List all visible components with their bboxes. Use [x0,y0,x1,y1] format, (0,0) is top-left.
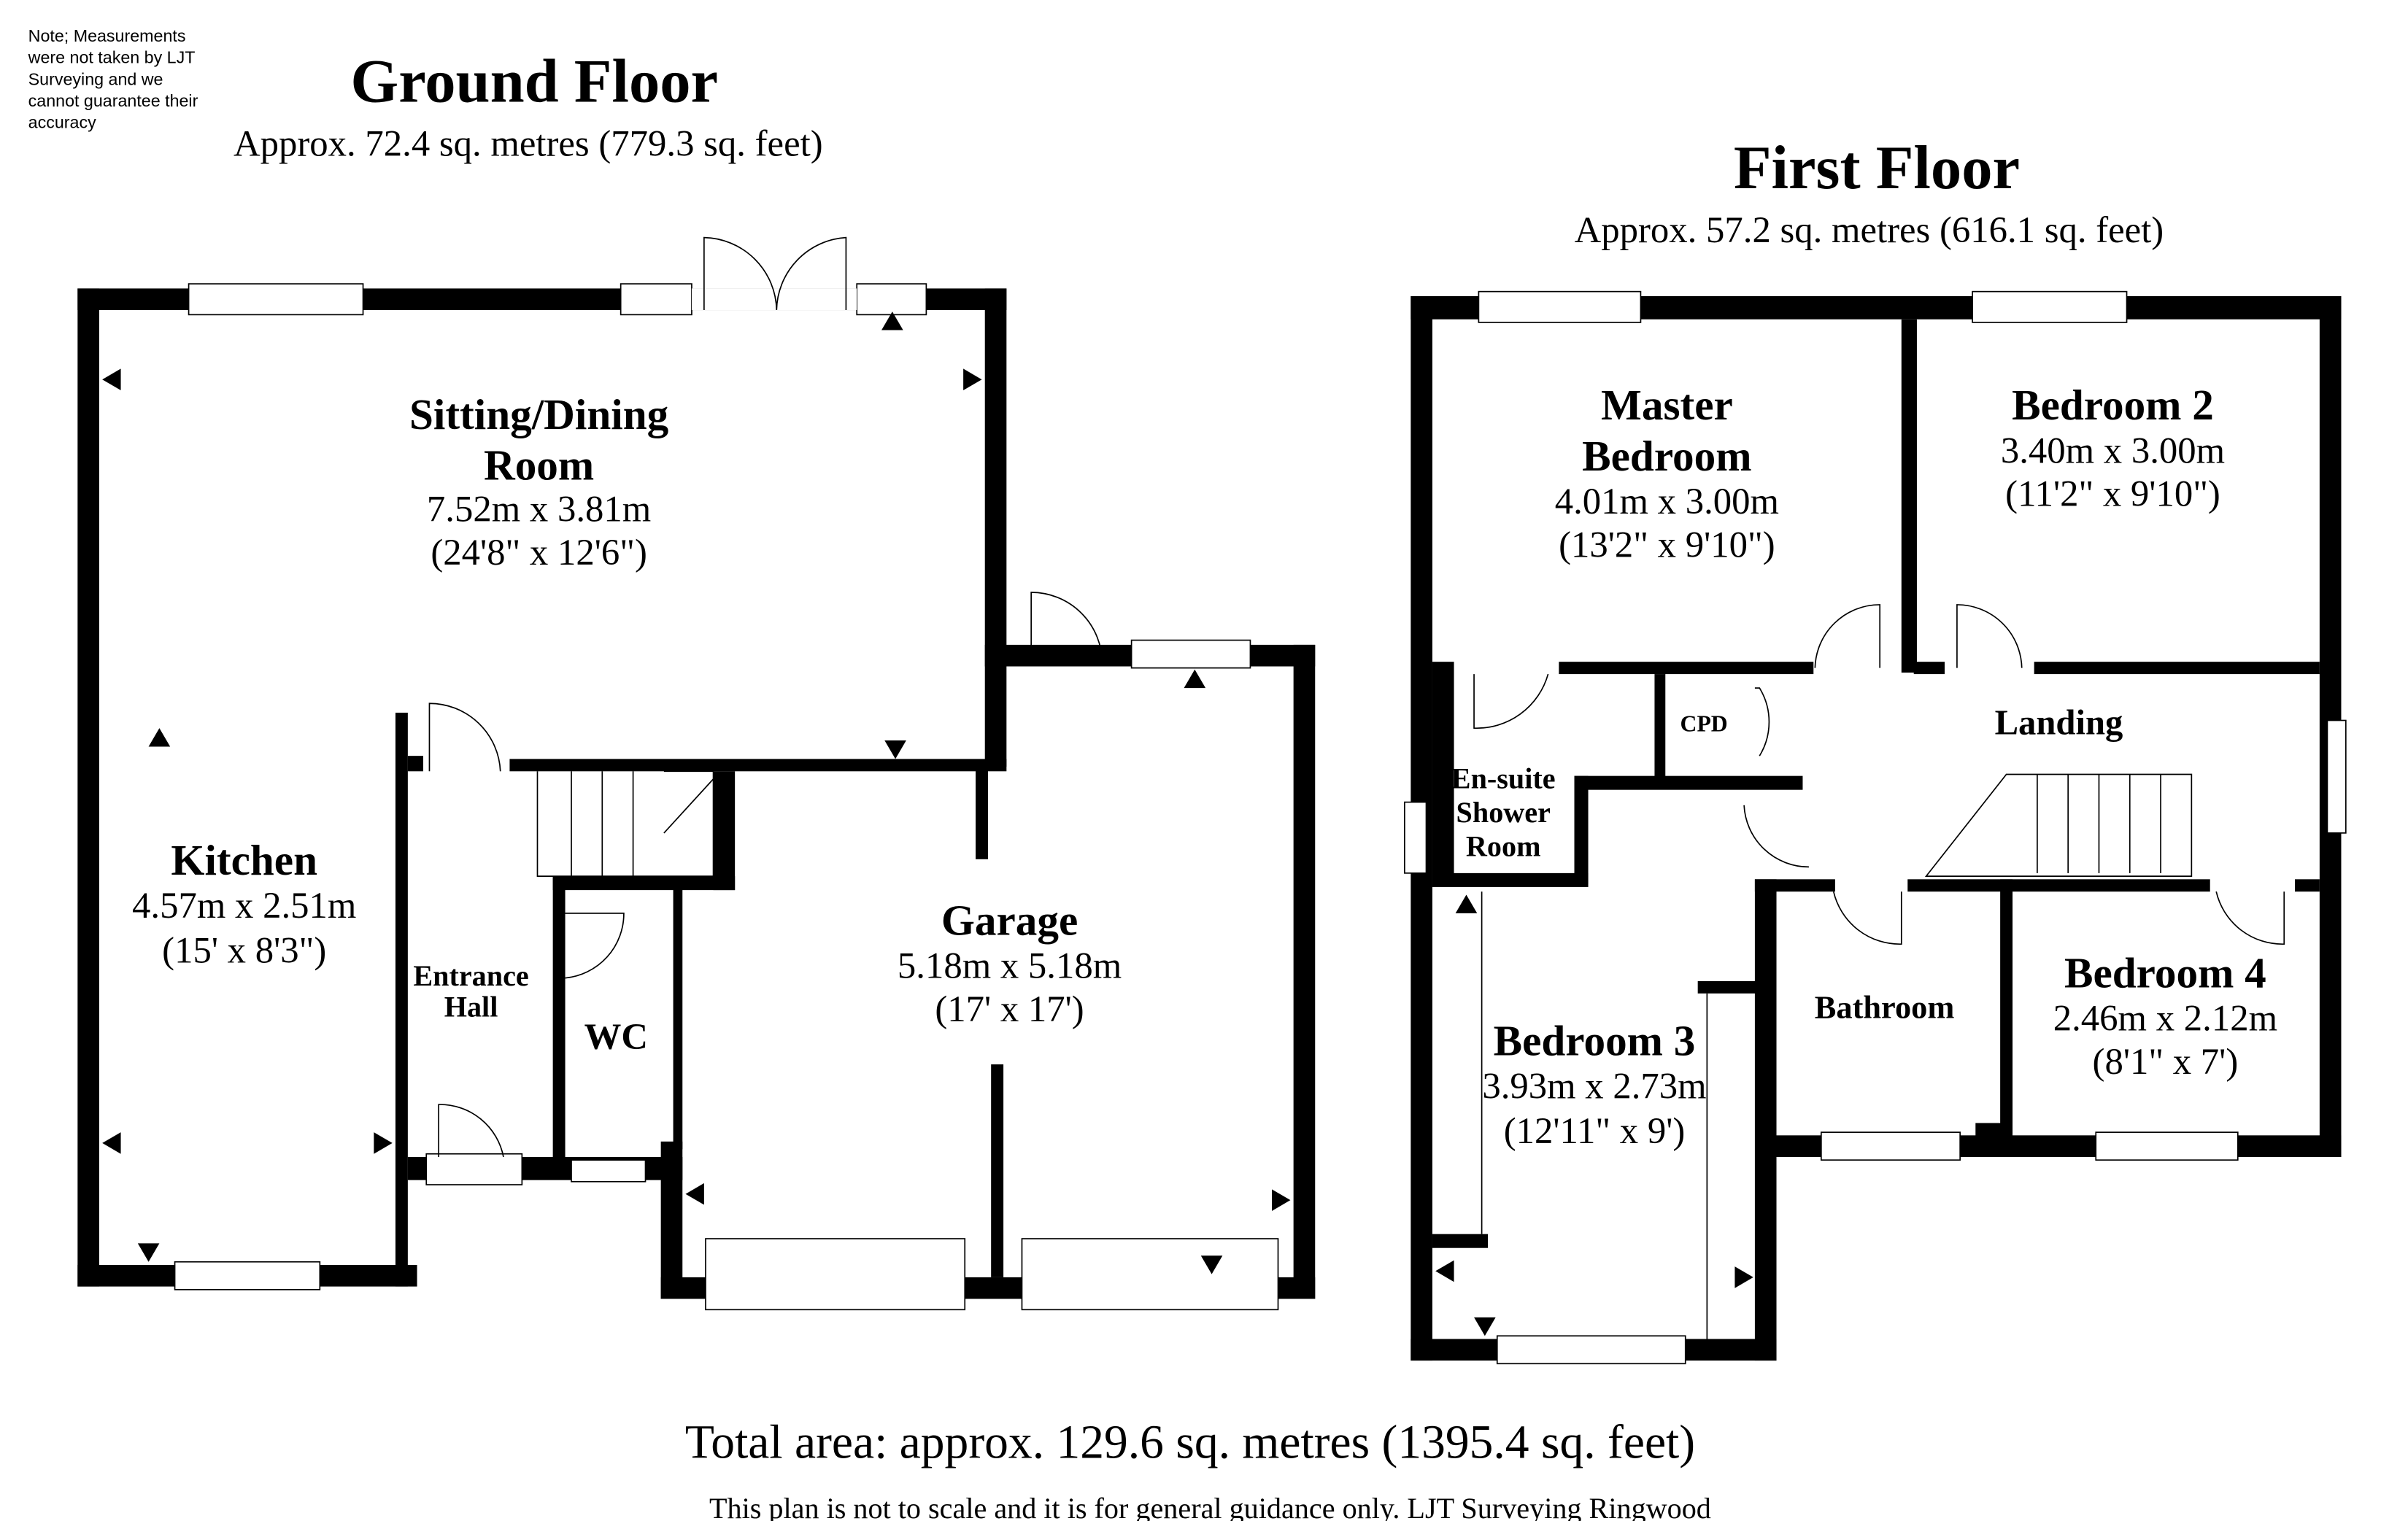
ground-floor-area: Approx. 72.4 sq. metres (779.3 sq. feet) [234,123,823,164]
svg-text:(17' x 17'): (17' x 17') [935,988,1084,1029]
disclaimer: This plan is not to scale and it is for … [709,1492,1711,1521]
svg-text:Shower: Shower [1456,796,1551,829]
window [856,283,927,316]
svg-text:Room: Room [1466,830,1541,863]
room-kitchen: Kitchen 4.57m x 2.51m (15' x 8'3") [132,836,356,971]
svg-text:En-suite: En-suite [1451,762,1556,795]
svg-text:Surveying and we: Surveying and we [28,69,163,88]
ground-floor-openings [174,236,1279,1311]
svg-text:Bedroom: Bedroom [1582,432,1751,480]
garage-door [705,1238,966,1311]
svg-text:were not taken by LJT: were not taken by LJT [28,48,196,67]
room-bedroom-3: Bedroom 3 3.93m x 2.73m (12'11" x 9') [1482,1016,1706,1151]
front-door [438,1104,504,1158]
svg-text:Garage: Garage [941,896,1078,944]
svg-text:Bedroom 2: Bedroom 2 [2012,381,2214,429]
room-wc: WC [584,1016,648,1057]
room-bedroom-4: Bedroom 4 2.46m x 2.12m (8'1" x 7') [2053,948,2277,1081]
doors [1473,604,2285,945]
window [1404,801,1427,874]
room-bathroom: Bathroom [1815,989,1955,1026]
svg-text:Sitting/Dining: Sitting/Dining [409,390,669,438]
window [1130,639,1251,669]
window [571,1159,647,1183]
svg-text:4.01m x 3.00m: 4.01m x 3.00m [1555,481,1779,522]
wc-door [565,913,625,979]
room-garage: Garage 5.18m x 5.18m (17' x 17') [898,896,1122,1029]
svg-text:Hall: Hall [444,991,498,1023]
room-cpd: CPD [1680,711,1728,736]
room-master-bedroom: Master Bedroom 4.01m x 3.00m (13'2" x 9'… [1555,381,1779,565]
svg-text:(24'8" x 12'6"): (24'8" x 12'6") [431,532,647,573]
svg-text:(13'2" x 9'10"): (13'2" x 9'10") [1559,524,1775,565]
room-ensuite: En-suite Shower Room [1451,762,1556,863]
svg-text:Entrance: Entrance [413,959,528,992]
svg-text:4.57m x 2.51m: 4.57m x 2.51m [132,885,356,926]
svg-text:Bedroom 4: Bedroom 4 [2064,948,2266,996]
window [188,283,364,316]
svg-text:3.40m x 3.00m: 3.40m x 3.00m [2001,430,2225,471]
door [1030,592,1103,667]
wardrobe-doors [1481,891,1708,1339]
total-area: Total area: approx. 129.6 sq. metres (13… [685,1416,1695,1468]
svg-text:Room: Room [484,441,594,489]
svg-text:Bedroom 3: Bedroom 3 [1494,1016,1696,1064]
staircase [1924,773,2193,877]
svg-text:Note; Measurements: Note; Measurements [28,26,186,45]
svg-text:accuracy: accuracy [28,113,96,132]
svg-text:(12'11" x 9'): (12'11" x 9') [1504,1110,1686,1151]
garage-door [1021,1238,1279,1311]
room-bedroom-2: Bedroom 2 3.40m x 3.00m (11'2" x 9'10") [2001,381,2225,514]
svg-text:7.52m x 3.81m: 7.52m x 3.81m [427,489,651,530]
window [2326,719,2347,834]
window [620,283,692,316]
svg-text:cannot guarantee their: cannot guarantee their [28,91,198,110]
staircase [536,770,714,877]
measurement-arrows [102,311,1291,1274]
window [174,1261,321,1290]
svg-text:(15' x 8'3"): (15' x 8'3") [162,930,326,971]
room-landing: Landing [1995,703,2123,743]
measurement-note: Note; Measurements were not taken by LJT… [28,26,198,131]
ground-floor-walls [77,288,1316,1299]
window [1820,1131,1961,1161]
svg-text:3.93m x 2.73m: 3.93m x 2.73m [1482,1066,1706,1107]
svg-text:5.18m x 5.18m: 5.18m x 5.18m [898,945,1122,986]
first-floor-area: Approx. 57.2 sq. metres (616.1 sq. feet) [1575,209,2164,250]
ground-floor-title: Ground Floor [350,48,718,116]
window [1478,290,1642,323]
svg-text:(8'1" x 7'): (8'1" x 7') [2093,1041,2239,1082]
first-floor-title: First Floor [1734,134,2020,202]
svg-text:2.46m x 2.12m: 2.46m x 2.12m [2053,998,2277,1039]
french-doors [703,236,847,311]
window [1496,1335,1686,1365]
door [428,703,501,772]
window [2095,1131,2239,1161]
svg-text:(11'2" x 9'10"): (11'2" x 9'10") [2005,473,2220,514]
svg-text:Kitchen: Kitchen [171,836,317,884]
window [1972,290,2128,323]
svg-text:Master: Master [1601,381,1733,429]
room-sitting-dining: Sitting/Dining Room 7.52m x 3.81m (24'8"… [409,390,669,573]
room-entrance-hall: Entrance Hall [413,959,528,1023]
first-floor-openings [1404,290,2347,1365]
